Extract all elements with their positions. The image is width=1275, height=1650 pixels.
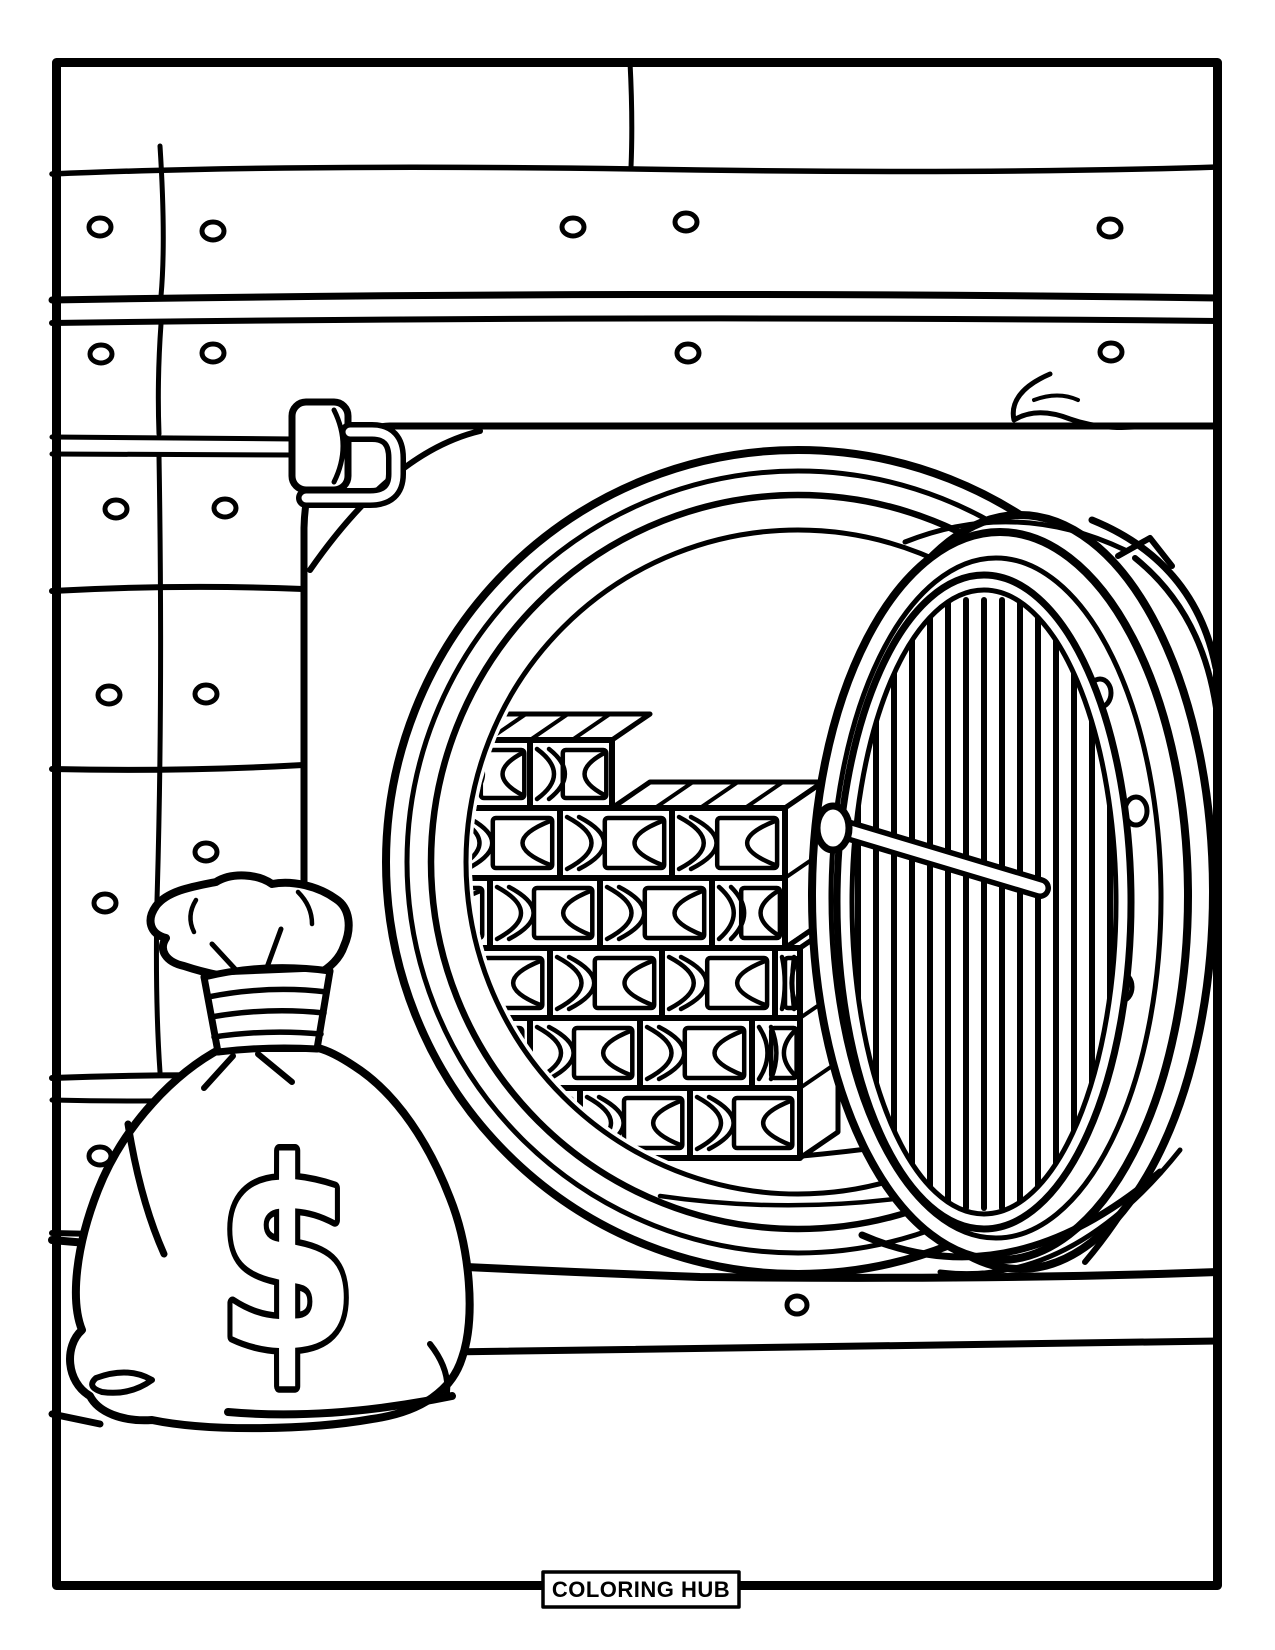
money-bundle: [527, 737, 615, 811]
bag-tie-side: [200, 967, 334, 1056]
rivet-icon: [95, 683, 123, 707]
vault-bolt-fitting: [49, 398, 406, 508]
bag-tie-line: [205, 986, 330, 1000]
bag-crease: [124, 1120, 168, 1258]
rivet-icon: [1097, 340, 1125, 364]
bag-neck-crease: [209, 926, 284, 973]
bag-tie: [200, 964, 334, 1056]
bag-tie-line: [208, 1008, 327, 1020]
rivet-icon: [199, 219, 227, 243]
money-bundle: [687, 1085, 803, 1161]
wall-seam: [49, 315, 1221, 326]
bolt-knob-curve: [331, 407, 346, 485]
footer-brand-box: [541, 1570, 741, 1609]
rivet-icon: [102, 497, 130, 521]
rivet-icon: [192, 682, 220, 706]
wall-seam-vertical: [155, 321, 164, 437]
bag-body: [66, 1044, 474, 1433]
rivet-icon: [87, 342, 115, 366]
bag-tie-line: [211, 1029, 324, 1040]
rivet-icon: [91, 891, 119, 915]
money-bundle: [772, 945, 803, 1021]
hinge-arc: [1088, 516, 1220, 672]
rivet-icon: [672, 210, 700, 234]
money-bundle: [472, 805, 563, 881]
band-rivet-icon: [784, 1293, 810, 1317]
bag-crease: [224, 1392, 456, 1419]
handle-knob: [813, 802, 853, 854]
handle-bar: [834, 822, 1046, 894]
rivet-icon: [192, 840, 220, 864]
plate-fold: [1010, 371, 1153, 430]
wall-seam-vertical: [157, 143, 166, 299]
bag-top-fold: [295, 889, 315, 927]
bag-fold: [89, 1369, 155, 1396]
money-bundle: [637, 1015, 755, 1091]
door-ring-inner-edge: [828, 555, 1164, 1241]
bag-crease: [427, 1341, 451, 1401]
rivet-icon: [211, 496, 239, 520]
footer-brand-text: COLORING HUB: [552, 1577, 730, 1602]
bag-tie-line: [200, 964, 334, 981]
door-gate-inner: [849, 587, 1119, 1217]
bag-top: [146, 871, 353, 979]
money-bundle: [487, 875, 603, 951]
door-bottom-lip: [858, 1168, 1164, 1261]
money-bundle: [709, 875, 788, 951]
plate-fold-line: [1032, 393, 1080, 402]
rivet-icon: [1096, 216, 1124, 240]
money-bundle: [659, 945, 778, 1021]
rivet-icon: [674, 341, 702, 365]
bolt-rod: [49, 451, 297, 458]
dollar-sign: $: [216, 1107, 357, 1409]
wall-seam: [48, 290, 1222, 304]
money-bundle: [557, 805, 675, 881]
rivet-icon: [559, 215, 587, 239]
wall-seam: [49, 164, 1221, 177]
money-bundle: [547, 945, 665, 1021]
stack-top-planks: [653, 780, 785, 810]
money-bag: $: [66, 871, 474, 1433]
door-top-lip: [902, 519, 1128, 553]
vault-door: [808, 511, 1220, 1277]
footer-brand: COLORING HUB: [541, 1570, 741, 1609]
bolt-bracket-inner: [301, 427, 401, 503]
money-bundle: [669, 805, 788, 881]
wall-seam: [49, 583, 306, 594]
bag-tie-line: [214, 1044, 321, 1056]
door-handle: [813, 802, 1051, 899]
rivet-icon: [86, 215, 114, 239]
wall-seam-vertical: [627, 59, 635, 170]
wall-seam: [49, 762, 306, 773]
rivet-icon: [199, 341, 227, 365]
hinge-notch: [1115, 535, 1175, 569]
bolt-rod: [49, 434, 297, 442]
money-bundle: [597, 875, 715, 951]
wall-seam-vertical: [153, 453, 164, 1075]
bag-top-fold: [188, 897, 199, 935]
band-bottom-line: [444, 1337, 1222, 1356]
hinge-arc: [1132, 555, 1219, 711]
bolt-knob: [288, 398, 352, 494]
money-bundle: [749, 1015, 803, 1091]
bag-neck-crease: [201, 1051, 295, 1091]
gate-bars: [855, 597, 1113, 1211]
